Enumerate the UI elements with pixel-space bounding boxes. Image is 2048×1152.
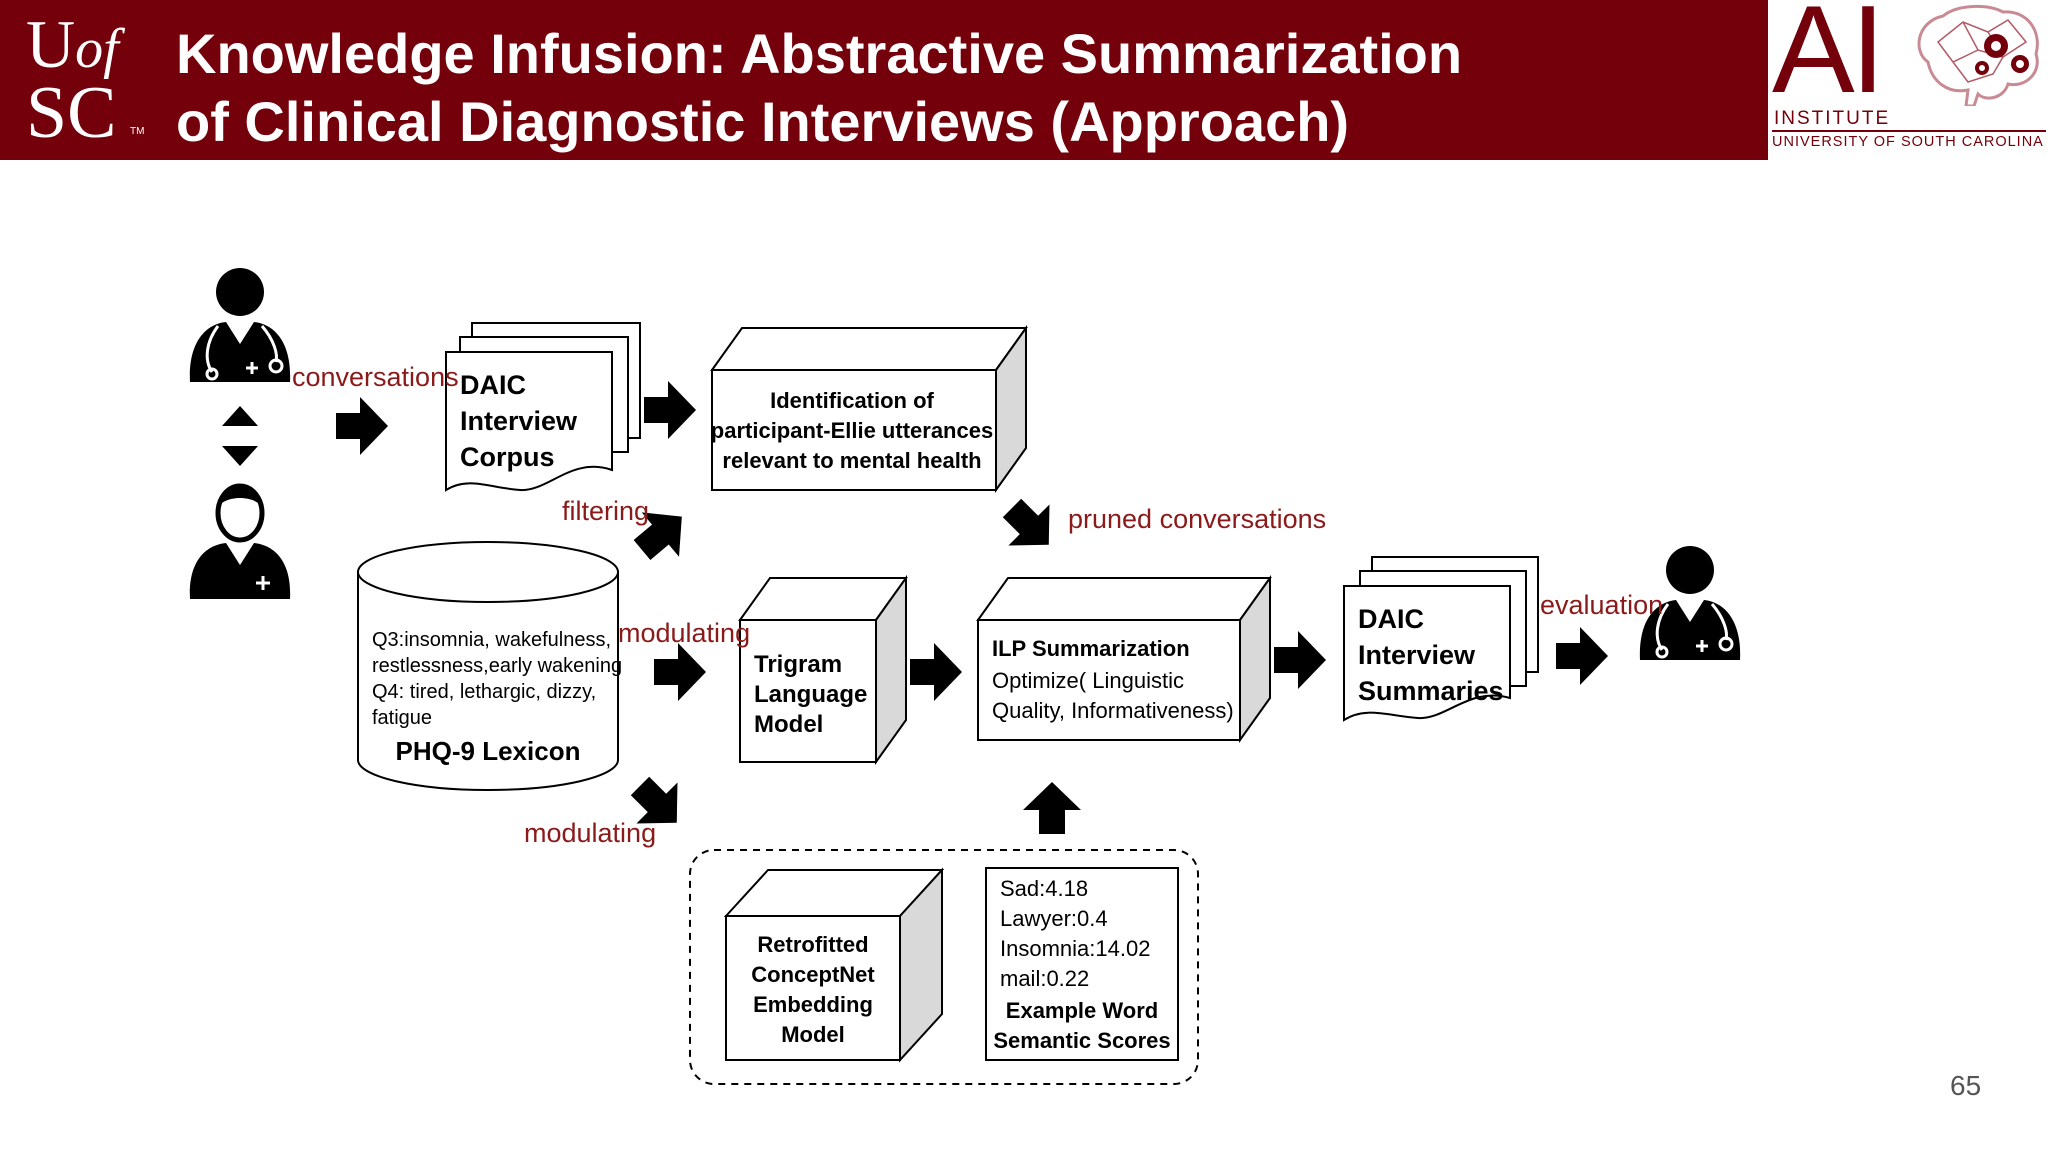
lexicon-line2: restlessness,early wakening xyxy=(372,655,622,677)
trigram-line3: Model xyxy=(754,711,823,738)
ilp-line2: Quality, Informativeness) xyxy=(992,698,1234,723)
conceptnet-line2: ConceptNet xyxy=(751,962,875,987)
trigram-line2: Language xyxy=(754,681,867,708)
label-conversations: conversations xyxy=(292,362,459,392)
arrow-trigram-to-ilp xyxy=(910,643,962,701)
daic-interview-corpus: DAIC Interview Corpus xyxy=(445,322,641,492)
usc-logo: Uof SC TM xyxy=(26,6,145,154)
label-modulating-bottom: modulating xyxy=(524,818,656,848)
semantic-scores-box: Sad:4.18 Lawyer:0.4 Insomnia:14.02 mail:… xyxy=(985,867,1179,1061)
summaries-line3: Summaries xyxy=(1358,676,1504,706)
identification-line3: relevant to mental health xyxy=(722,448,981,473)
brain-gears-icon xyxy=(1917,4,2039,106)
ai-institute-logo: AI INSTITUTE UNIVERSITY OF SOUTH CAROLIN… xyxy=(1772,0,2048,160)
score-line4: mail:0.22 xyxy=(1000,966,1089,991)
label-filtering: filtering xyxy=(562,496,649,526)
arrow-lexicon-to-trigram xyxy=(654,643,706,701)
arrow-knowledge-to-ilp xyxy=(1023,782,1081,834)
slide-title: Knowledge Infusion: Abstractive Summariz… xyxy=(176,22,1463,153)
corpus-line3: Corpus xyxy=(460,442,555,472)
scores-title1: Example Word xyxy=(1006,998,1158,1023)
arrow-conversations xyxy=(336,397,388,455)
trigram-language-model: Trigram Language Model xyxy=(738,574,908,766)
summaries-line2: Interview xyxy=(1358,640,1476,670)
scores-title2: Semantic Scores xyxy=(993,1028,1170,1053)
daic-interview-summaries: DAIC Interview Summaries xyxy=(1343,556,1539,722)
label-modulating-top: modulating xyxy=(618,618,750,648)
identification-box: Identification of participant-Ellie utte… xyxy=(710,324,1028,494)
bidirectional-arrow xyxy=(222,406,258,466)
label-pruned-conversations: pruned conversations xyxy=(1068,504,1326,534)
arrow-ilp-to-summaries xyxy=(1274,631,1326,689)
score-line2: Lawyer:0.4 xyxy=(1000,906,1108,931)
lexicon-title: PHQ-9 Lexicon xyxy=(396,736,581,766)
identification-line2: participant-Ellie utterances xyxy=(711,418,993,443)
lexicon-line1: Q3:insomnia, wakefulness, xyxy=(372,629,611,651)
conceptnet-line4: Model xyxy=(781,1022,845,1047)
arrow-evaluation xyxy=(1556,627,1608,685)
lexicon-line4: fatigue xyxy=(372,707,432,729)
ilp-title: ILP Summarization xyxy=(992,636,1190,661)
summaries-line1: DAIC xyxy=(1358,604,1424,634)
ilp-line1: Optimize( Linguistic xyxy=(992,668,1184,693)
arrow-corpus-to-identification xyxy=(644,381,696,439)
phq9-lexicon: Q3:insomnia, wakefulness, restlessness,e… xyxy=(357,541,622,791)
lexicon-line3: Q4: tired, lethargic, dizzy, xyxy=(372,681,596,703)
arrow-pruned xyxy=(991,487,1070,566)
ilp-summarization: ILP Summarization Optimize( Linguistic Q… xyxy=(976,574,1272,744)
score-line1: Sad:4.18 xyxy=(1000,876,1088,901)
patient-icon xyxy=(190,486,290,599)
conceptnet-line1: Retrofitted xyxy=(757,932,868,957)
trigram-line1: Trigram xyxy=(754,651,842,678)
corpus-line2: Interview xyxy=(460,406,578,436)
page-number: 65 xyxy=(1950,1070,1982,1101)
knowledge-group xyxy=(689,849,1199,1085)
header-bar: Uof SC TM Knowledge Infusion: Abstractiv… xyxy=(0,0,1768,160)
retrofitted-conceptnet-model: Retrofitted ConceptNet Embedding Model xyxy=(723,867,945,1063)
clinician-icon xyxy=(188,266,292,384)
identification-line1: Identification of xyxy=(770,388,934,413)
label-evaluation: evaluation xyxy=(1540,590,1663,620)
conceptnet-line3: Embedding xyxy=(753,992,873,1017)
score-line3: Insomnia:14.02 xyxy=(1000,936,1150,961)
corpus-line1: DAIC xyxy=(460,370,526,400)
